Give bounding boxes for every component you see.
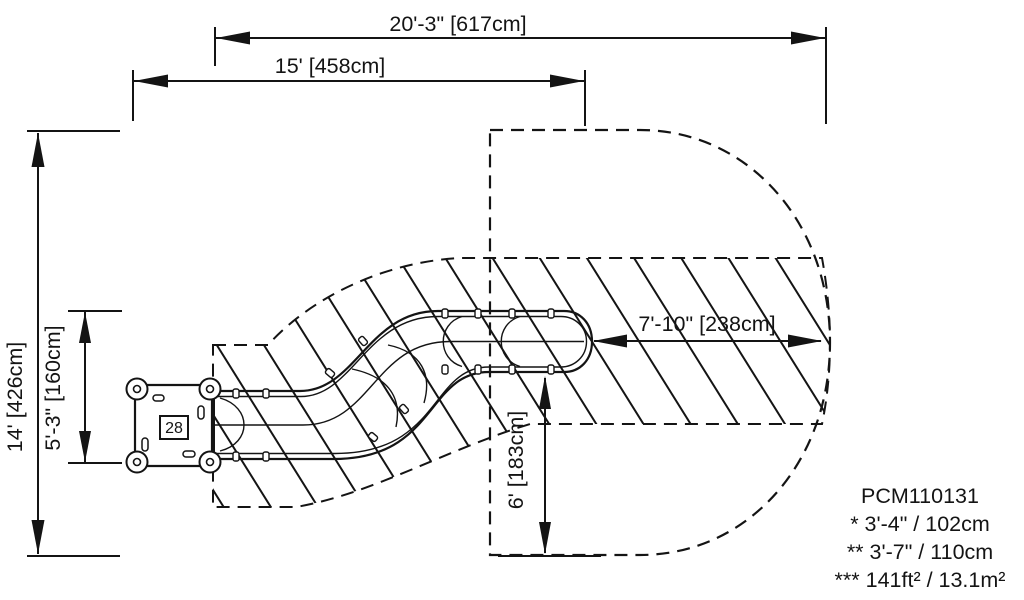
exit-clearance-depth-label: 6' [183cm] (504, 411, 528, 510)
slide-section-bell (219, 397, 245, 452)
dim-overall-depth (27, 130, 120, 557)
dimensions (27, 27, 827, 557)
note-critical-height-1: * 3'-4" / 102cm (850, 512, 990, 536)
platform-deck: 28 (125, 377, 222, 474)
deck-height-badge: 28 (159, 415, 189, 440)
dim-structure-depth (68, 310, 122, 464)
dimension-labels: 20'-3" [617cm] 15' [458cm] 14' [426cm] 5… (3, 12, 776, 509)
slide-section-bell (351, 368, 399, 428)
safety-zone-hatched-area (212, 257, 832, 508)
structure-depth-label: 5'-3" [160cm] (41, 325, 65, 450)
equipment-width-label: 15' [458cm] (275, 54, 385, 78)
dim-exit-clearance-depth (498, 376, 601, 557)
slide-centerline (215, 340, 584, 426)
slide-outer-outline (215, 309, 594, 461)
deck-corner-posts (125, 377, 222, 474)
slide-section-bell (387, 344, 428, 404)
model-number: PCM110131 (861, 484, 979, 508)
slide-joint-clips (232, 308, 555, 462)
exit-clearance-width-label: 7'-10" [238cm] (638, 312, 775, 336)
deck-height-label: 28 (165, 420, 183, 437)
note-use-zone-area: *** 141ft² / 13.1m² (835, 568, 1006, 592)
notes-block: PCM110131 * 3'-4" / 102cm ** 3'-7" / 110… (835, 484, 1006, 592)
overall-width-label: 20'-3" [617cm] (389, 12, 526, 36)
dim-exit-clearance-width (593, 334, 822, 348)
slide-section-bell (442, 315, 463, 368)
deck-mounting-slots (141, 394, 205, 458)
slide-section-bell (500, 315, 521, 368)
dim-equipment-width (132, 70, 586, 126)
overall-depth-label: 14' [426cm] (3, 342, 27, 452)
slide-inner-outline (215, 315, 588, 455)
note-critical-height-2: ** 3'-7" / 110cm (847, 540, 993, 564)
dim-overall-width (214, 27, 827, 124)
